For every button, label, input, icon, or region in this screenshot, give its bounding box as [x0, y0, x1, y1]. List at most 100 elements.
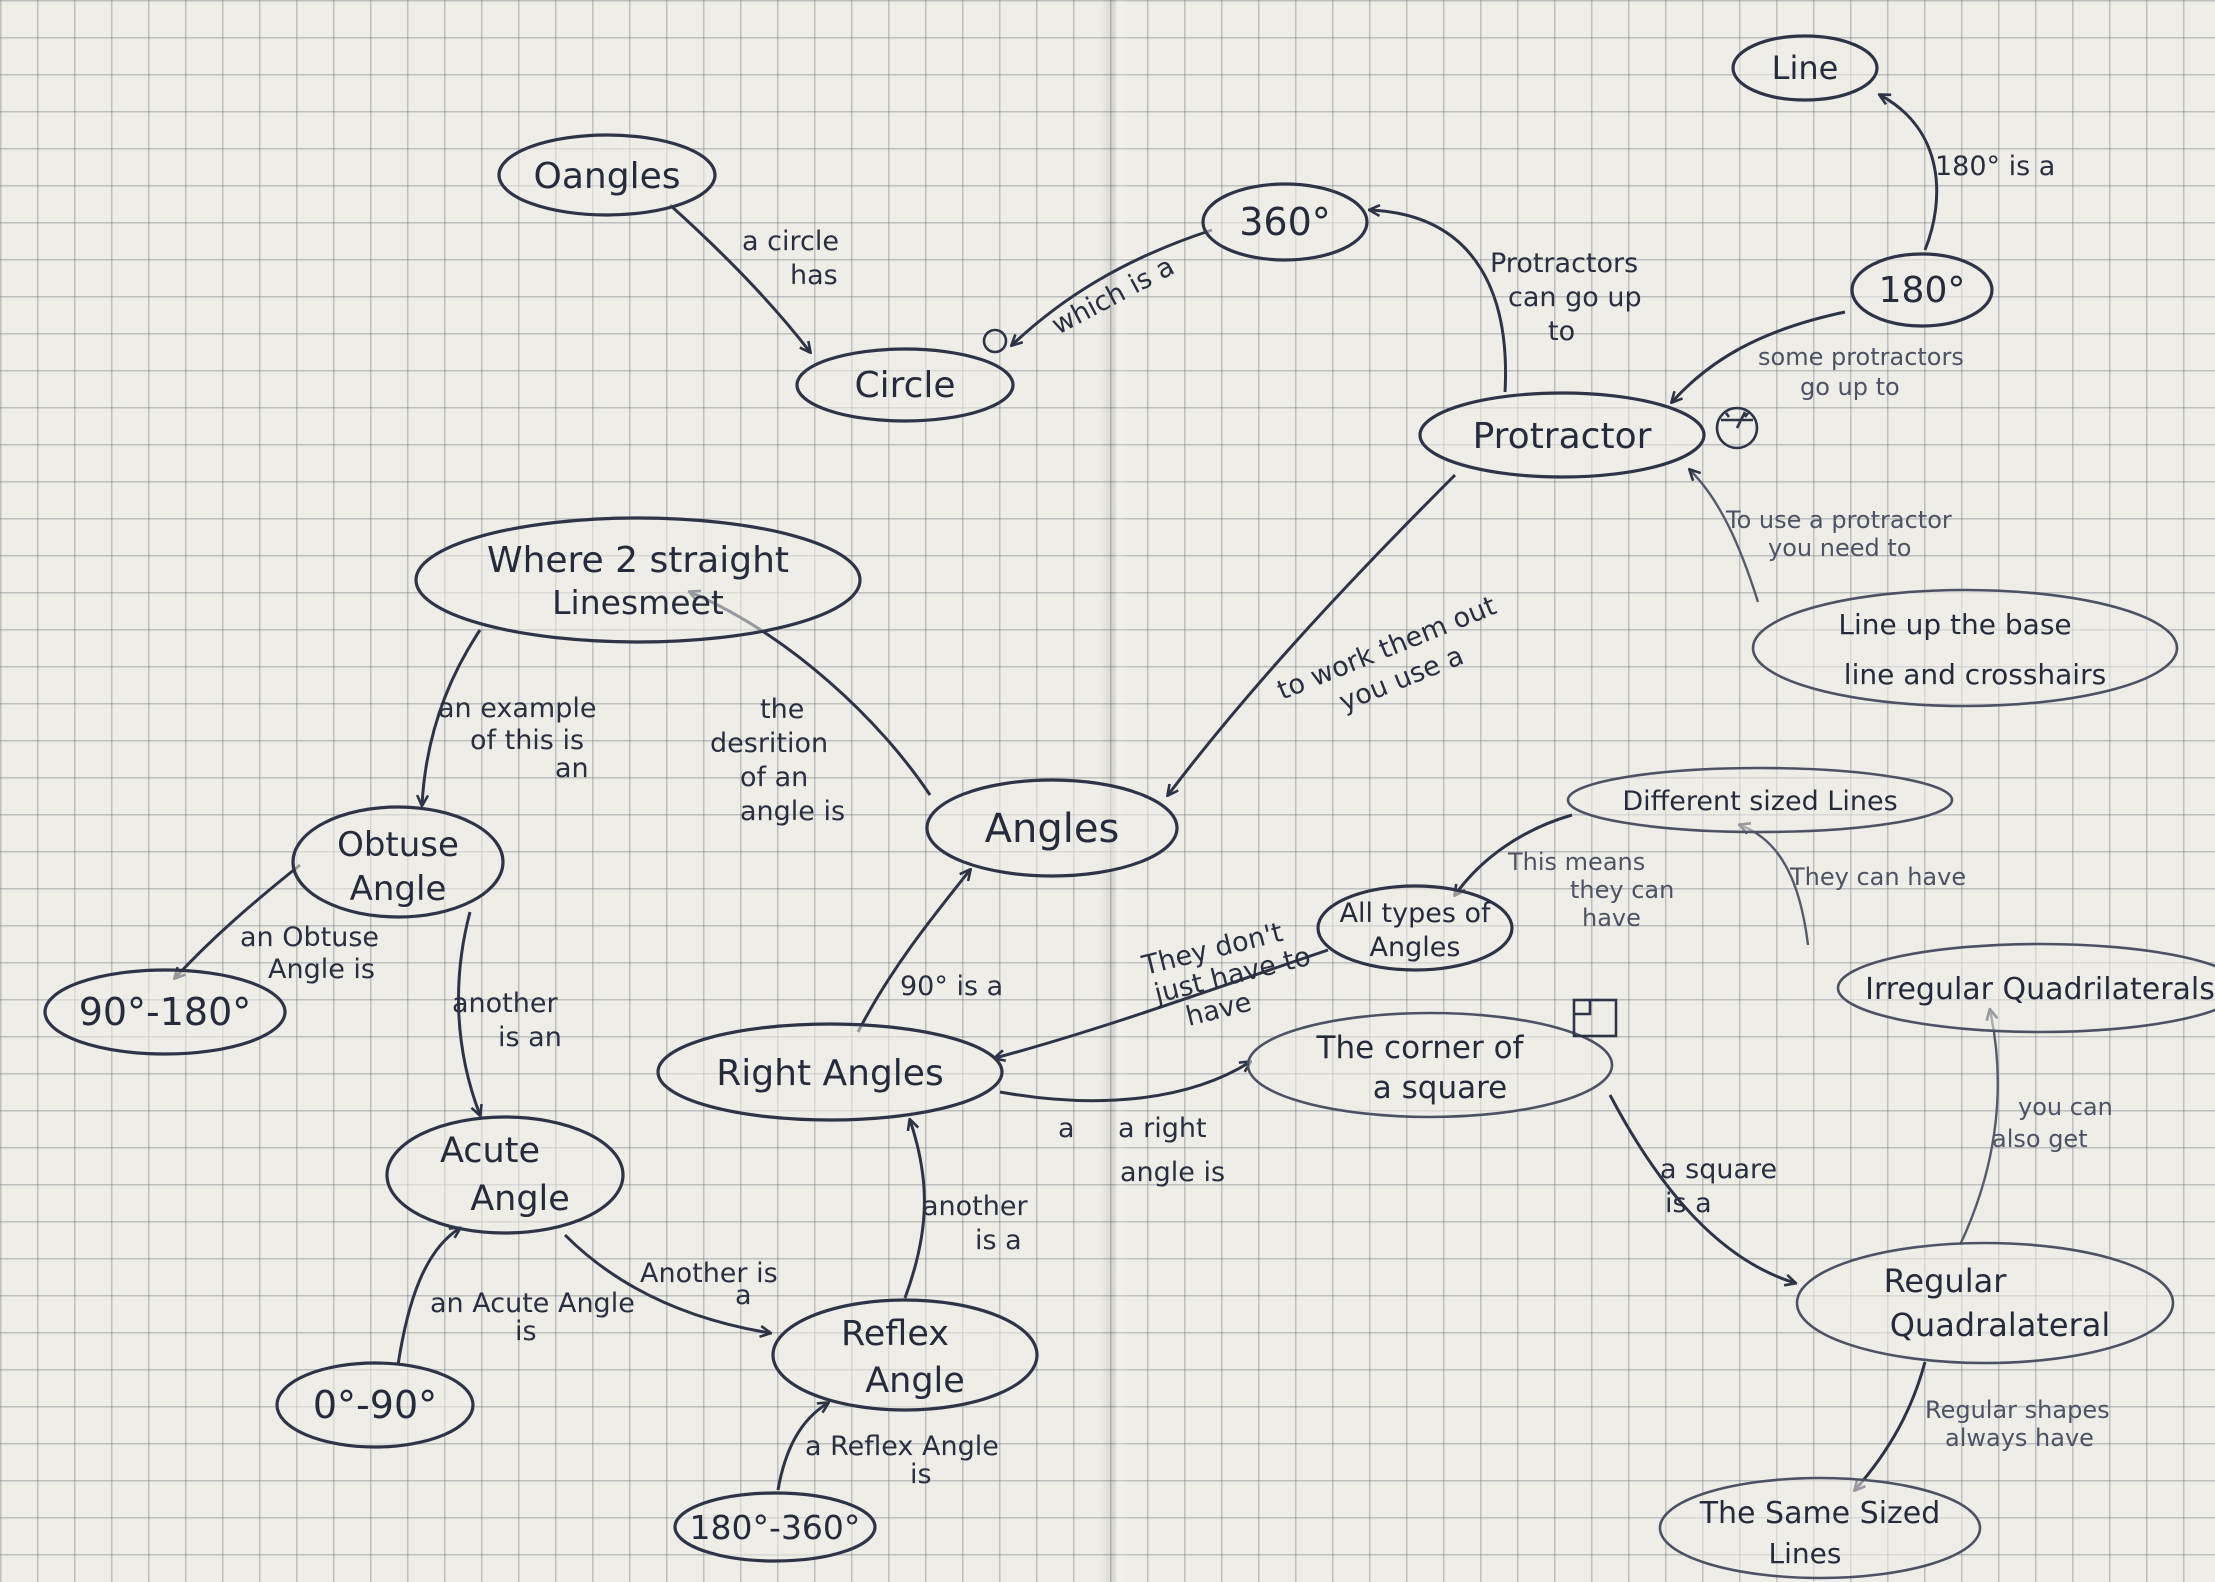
svg-text:Circle: Circle: [854, 365, 955, 406]
edge-360-to-circle: [1012, 228, 1213, 345]
edge-label-protractor-angles: to work them outyou use a: [1273, 590, 1513, 738]
edge-label-irregular-different: They can have: [1789, 863, 1966, 891]
node-line: Line: [1731, 34, 1879, 102]
svg-text:Oangles: Oangles: [534, 156, 681, 197]
svg-text:Regular: Regular: [1884, 1262, 2008, 1300]
edge-oangles-to-circle: [668, 203, 810, 352]
svg-text:Angle: Angle: [470, 1179, 570, 1219]
protractor-icon: [1715, 406, 1759, 450]
svg-text:180°: 180°: [1879, 270, 1966, 311]
svg-text:a square: a square: [1373, 1070, 1507, 1106]
svg-text:Obtuse: Obtuse: [337, 825, 459, 865]
svg-text:Angles: Angles: [1370, 932, 1461, 963]
svg-text:Acute: Acute: [440, 1131, 540, 1171]
edge-corner-to-regular: [1608, 1094, 1795, 1283]
svg-text:Angle: Angle: [865, 1361, 965, 1401]
svg-text:Where 2 straight: Where 2 straight: [487, 540, 789, 581]
edge-protractor-to-360: [1370, 210, 1508, 393]
edge-protractor-to-angles: [1168, 473, 1457, 795]
edge-label-360-circle: which is a: [1047, 251, 1180, 341]
node-acute-angle: Acute Angle: [385, 1115, 625, 1235]
svg-text:The Same Sized: The Same Sized: [1699, 1496, 1941, 1531]
edge-different-to-alltypes: [1455, 813, 1573, 895]
node-irregular-quadrilaterals: Irregular Quadrilaterals: [1836, 942, 2215, 1034]
node-where-2-straight-lines-meet: Where 2 straight Linesmeet: [414, 516, 862, 644]
edge-where-to-obtuse: [422, 629, 482, 805]
svg-text:Reflex: Reflex: [841, 1314, 949, 1354]
svg-text:Quadralateral: Quadralateral: [1890, 1306, 2111, 1344]
edge-right-to-corner: [999, 1062, 1250, 1103]
node-180-360-range: 180°-360°: [673, 1491, 877, 1563]
svg-text:Right Angles: Right Angles: [716, 1053, 943, 1094]
svg-text:0°-90°: 0°-90°: [313, 1383, 437, 1427]
edge-180-to-protractor: [1672, 310, 1846, 402]
svg-text:All types of: All types of: [1339, 898, 1492, 929]
node-circle: Circle: [795, 347, 1015, 423]
edge-label-alltypes-right: They don'tjust have tohave: [1138, 912, 1321, 1040]
svg-text:Protractor: Protractor: [1473, 416, 1652, 457]
svg-text:line and crosshairs: line and crosshairs: [1844, 658, 2106, 691]
svg-text:Linesmeet: Linesmeet: [552, 583, 724, 622]
edge-lineup-to-protractor: [1690, 470, 1760, 603]
svg-text:Irregular Quadrilaterals: Irregular Quadrilaterals: [1865, 972, 2215, 1007]
node-180-degrees: 180°: [1850, 252, 1994, 328]
edge-180-to-line: [1880, 95, 1939, 251]
node-360-degrees: 360°: [1201, 182, 1369, 262]
svg-text:Angle: Angle: [350, 869, 447, 909]
node-oangles: Oangles: [497, 133, 717, 217]
edge-label-right-angles: 90° is a: [900, 971, 1003, 1002]
nodes: Line 180° 360° Oangles Circle Protractor…: [43, 34, 2215, 1580]
node-different-sized-lines: Different sized Lines: [1566, 766, 1954, 834]
svg-text:Angles: Angles: [985, 806, 1120, 852]
edge-reflex-to-right: [903, 1120, 926, 1299]
edge-label-180-line: 180° is a: [1935, 151, 2055, 182]
node-reflex-angle: Reflex Angle: [771, 1298, 1039, 1412]
edge-regular-to-irregular: [1958, 1010, 1999, 1246]
edge-alltypes-to-right: [995, 948, 1329, 1058]
svg-text:The corner of: The corner of: [1316, 1030, 1525, 1066]
edge-obtuse-to-90-180: [175, 863, 301, 978]
svg-text:90°-180°: 90°-180°: [79, 990, 252, 1034]
svg-text:Different sized Lines: Different sized Lines: [1622, 786, 1897, 817]
node-protractor: Protractor: [1418, 391, 1706, 479]
edge-acute-to-reflex: [563, 1233, 770, 1333]
node-angles: Angles: [925, 778, 1179, 878]
svg-text:Lines: Lines: [1769, 1537, 1842, 1570]
edge-obtuse-to-acute: [457, 911, 480, 1115]
square-icon: [1572, 998, 1618, 1038]
node-90-180-range: 90°-180°: [43, 968, 287, 1056]
node-all-types-of-angles: All types of Angles: [1316, 884, 1514, 972]
node-same-sized-lines: The Same Sized Lines: [1658, 1476, 1982, 1580]
edge-0-90-to-acute: [396, 1228, 460, 1366]
svg-text:Line: Line: [1772, 49, 1839, 87]
node-0-90-range: 0°-90°: [275, 1361, 475, 1449]
circle-icon: [982, 328, 1008, 354]
node-regular-quadrilateral: Regular Quadralateral: [1795, 1241, 2175, 1365]
node-obtuse-angle: Obtuse Angle: [291, 805, 505, 919]
svg-text:Line up the base: Line up the base: [1838, 608, 2071, 641]
edge-180-360-to-reflex: [776, 1403, 828, 1491]
node-corner-of-a-square: The corner of a square: [1246, 1011, 1614, 1119]
svg-text:180°-360°: 180°-360°: [690, 1508, 861, 1547]
svg-text:360°: 360°: [1239, 200, 1331, 244]
node-right-angles: Right Angles: [656, 1022, 1004, 1122]
